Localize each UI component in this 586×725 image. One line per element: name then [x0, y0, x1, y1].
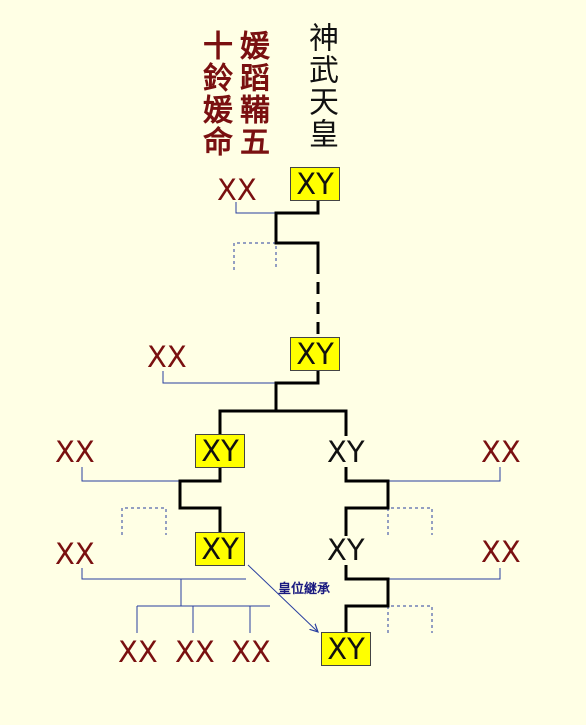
xx-label-child-2: XX	[175, 635, 215, 669]
succession-caption: 皇位継承	[278, 582, 331, 597]
marriage-line-upper	[162, 371, 276, 384]
emperor-jimmu-name: 神武天皇	[303, 22, 338, 150]
xx-label-child-3: XX	[231, 635, 271, 669]
xy-plain-right-1: XY	[327, 435, 365, 469]
xx-label-right-1: XX	[481, 435, 521, 469]
xx-label-child-1: XX	[118, 635, 158, 669]
xy-box-left-2: XY	[195, 532, 245, 566]
xy-box-mid: XY	[290, 337, 340, 371]
xx-label-top: XX	[217, 173, 257, 207]
marriage-line-lower-right	[388, 568, 501, 580]
succession-arrow	[247, 564, 318, 632]
xy-plain-right-2: XY	[327, 533, 365, 567]
marriage-line-top	[235, 202, 276, 214]
marriage-line-lower-left	[81, 568, 246, 580]
xy-box-jimmu: XY	[290, 167, 340, 201]
xx-label-upper: XX	[147, 340, 187, 374]
xy-box-successor: XY	[321, 632, 371, 666]
empress-name-col1: 媛蹈鞴五	[234, 30, 269, 158]
xx-label-right-2: XX	[481, 535, 521, 569]
dashed-thin-lines	[121, 242, 433, 633]
marriage-line-right	[388, 467, 501, 482]
empress-name-col2: 十鈴媛命	[197, 30, 232, 158]
marriage-line-left	[81, 467, 180, 482]
xx-label-left-1: XX	[55, 435, 95, 469]
xy-box-left-1: XY	[195, 434, 245, 468]
thick-lines	[178, 201, 390, 632]
xx-label-left-2: XX	[55, 537, 95, 571]
thin-lines	[81, 202, 501, 633]
